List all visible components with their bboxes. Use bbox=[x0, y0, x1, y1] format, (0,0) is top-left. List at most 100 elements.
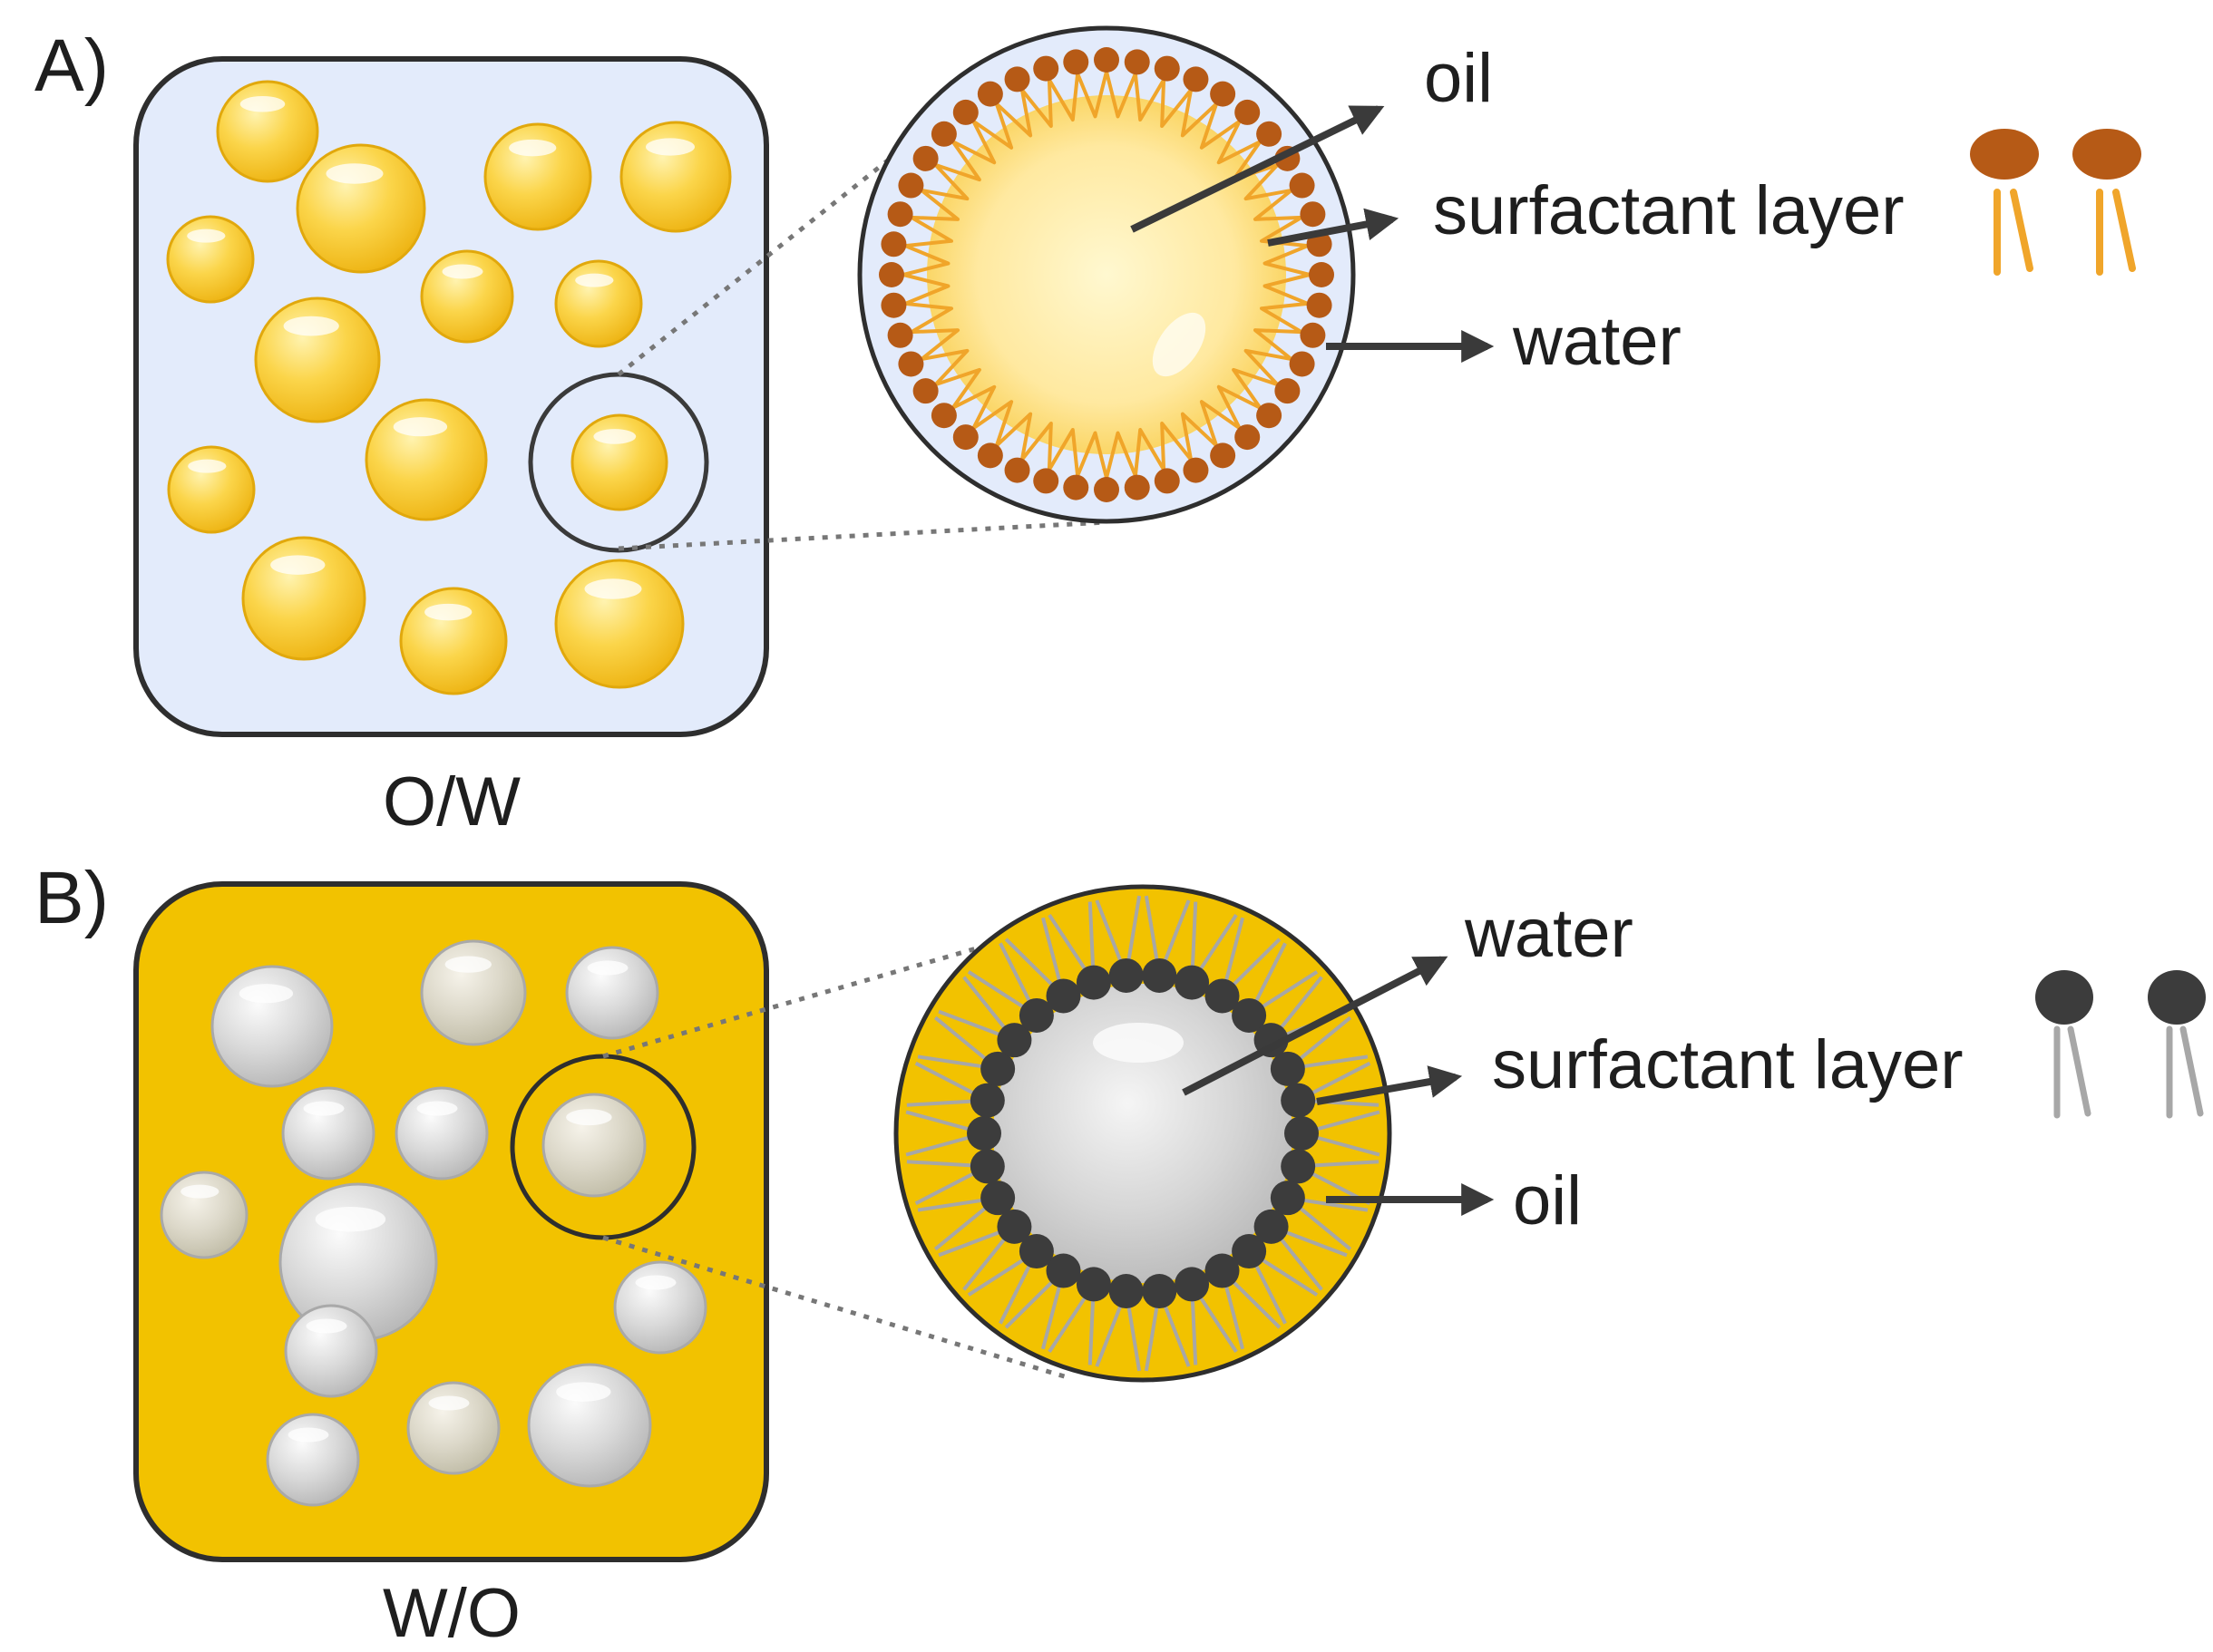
surfactant-tail bbox=[1199, 102, 1241, 150]
panel-b-label-water: water bbox=[1464, 895, 1633, 972]
oil-droplet bbox=[619, 121, 732, 233]
surfactant-head bbox=[887, 201, 913, 228]
water-droplet bbox=[210, 965, 334, 1088]
surfactant-tail bbox=[1243, 163, 1292, 201]
surfactant-head bbox=[1289, 172, 1315, 199]
surfactant-tail bbox=[1160, 421, 1193, 471]
surfactant-head bbox=[1234, 424, 1261, 451]
water-droplet bbox=[284, 1304, 378, 1398]
surfactant-head bbox=[980, 1051, 1016, 1086]
surfactant-tail bbox=[1180, 412, 1218, 461]
water-droplet bbox=[281, 1086, 375, 1181]
panel-a-zoom-guide-top bbox=[617, 151, 900, 376]
surfactant-head bbox=[1256, 403, 1282, 429]
water-droplet bbox=[613, 1260, 707, 1355]
oil-droplet bbox=[241, 536, 366, 661]
water-droplet bbox=[420, 939, 527, 1046]
surfactant-tail bbox=[1105, 431, 1137, 479]
surfactant-head bbox=[1004, 66, 1030, 92]
water-droplet bbox=[278, 1182, 438, 1342]
surfactant-head bbox=[1033, 468, 1059, 494]
surfactant-head bbox=[1175, 965, 1210, 1000]
panel-a-arrow-surfactant bbox=[1267, 208, 1399, 247]
surfactant-tail bbox=[995, 89, 1033, 138]
oil-droplet bbox=[254, 296, 381, 423]
surfactant-tail bbox=[1199, 400, 1241, 447]
surfactant-head bbox=[1154, 468, 1180, 494]
surfactant-head bbox=[1142, 957, 1177, 993]
surfactant-tail bbox=[1216, 384, 1262, 430]
surfactant-head bbox=[1232, 1234, 1267, 1269]
panel-a-surfactant-heads bbox=[879, 47, 1334, 502]
surfactant-head bbox=[1108, 1274, 1144, 1309]
surfactant-head bbox=[1175, 1267, 1210, 1302]
panel-b-caption: W/O bbox=[383, 1575, 521, 1652]
surfactant-tail bbox=[902, 244, 951, 277]
surfactant-tail bbox=[1216, 120, 1262, 165]
surfactant-head bbox=[1046, 978, 1081, 1014]
surfactant-tail bbox=[1260, 301, 1308, 334]
surfactant-tail bbox=[1253, 328, 1302, 361]
surfactant-tail bbox=[995, 412, 1033, 461]
surfactant-head bbox=[970, 1083, 1005, 1118]
oil-droplet bbox=[167, 445, 256, 534]
surfactant-head bbox=[980, 1181, 1016, 1216]
surfactant-tail bbox=[911, 328, 960, 361]
oil-droplet bbox=[365, 398, 488, 521]
surfactant-head bbox=[967, 1116, 1001, 1151]
surfactant-head bbox=[1142, 1274, 1177, 1309]
surfactant-head bbox=[1154, 55, 1180, 82]
water-droplet bbox=[395, 1086, 489, 1181]
panel-a-caption: O/W bbox=[383, 763, 521, 841]
surfactant-head bbox=[1063, 474, 1089, 500]
water-droplet bbox=[266, 1413, 360, 1507]
panel-a-surfactant-tails bbox=[902, 71, 1311, 479]
surfactant-head bbox=[952, 99, 979, 125]
panel-b-water-core bbox=[993, 984, 1292, 1283]
panel-a-letter: A) bbox=[34, 24, 109, 107]
panel-b-arrow-surfactant bbox=[1316, 1065, 1463, 1105]
surfactant-head bbox=[1183, 457, 1209, 483]
surfactant-head bbox=[1183, 66, 1209, 92]
panel-b-water-droplets bbox=[160, 939, 707, 1507]
panel-b-surfactant-icon bbox=[2035, 970, 2206, 1119]
surfactant-tail bbox=[934, 141, 981, 182]
surfactant-tail bbox=[951, 120, 997, 165]
surfactant-tail bbox=[1133, 428, 1165, 476]
surfactant-tail bbox=[934, 367, 981, 409]
surfactant-tail bbox=[1048, 428, 1080, 476]
surfactant-head bbox=[977, 81, 1003, 107]
surfactant-head bbox=[1270, 1051, 1305, 1086]
panel-a-label-surfactant-layer: surfactant layer bbox=[1433, 172, 1905, 249]
surfactant-head bbox=[1033, 55, 1059, 82]
panel-b-arrow-water bbox=[1182, 956, 1448, 1096]
oil-droplet bbox=[166, 215, 255, 304]
surfactant-head bbox=[1124, 474, 1150, 500]
surfactant-tail bbox=[1262, 273, 1311, 306]
surfactant-head bbox=[1076, 965, 1111, 1000]
surfactant-head bbox=[1309, 262, 1334, 287]
surfactant-head bbox=[1019, 997, 1054, 1033]
surfactant-head bbox=[1256, 121, 1282, 147]
surfactant-head bbox=[881, 231, 907, 258]
surfactant-tail bbox=[1262, 244, 1311, 277]
surfactant-head bbox=[1004, 457, 1030, 483]
surfactant-head bbox=[1253, 1209, 1289, 1244]
surfactant-head bbox=[1306, 292, 1332, 318]
water-droplet bbox=[565, 946, 659, 1040]
surfactant-head bbox=[952, 424, 979, 451]
surfactant-head bbox=[1063, 49, 1089, 75]
surfactant-tail bbox=[1048, 73, 1080, 121]
surfactant-tail bbox=[972, 400, 1014, 447]
water-droplet bbox=[541, 1093, 647, 1198]
surfactant-tail bbox=[1020, 79, 1053, 129]
surfactant-tail bbox=[902, 273, 951, 306]
oil-droplet bbox=[420, 249, 514, 344]
surfactant-head bbox=[931, 403, 957, 429]
surfactant-head bbox=[1210, 442, 1236, 469]
water-droplet bbox=[160, 1171, 249, 1259]
surfactant-tail bbox=[905, 301, 953, 334]
surfactant-head bbox=[1274, 378, 1301, 404]
surfactant-head bbox=[1300, 322, 1326, 348]
